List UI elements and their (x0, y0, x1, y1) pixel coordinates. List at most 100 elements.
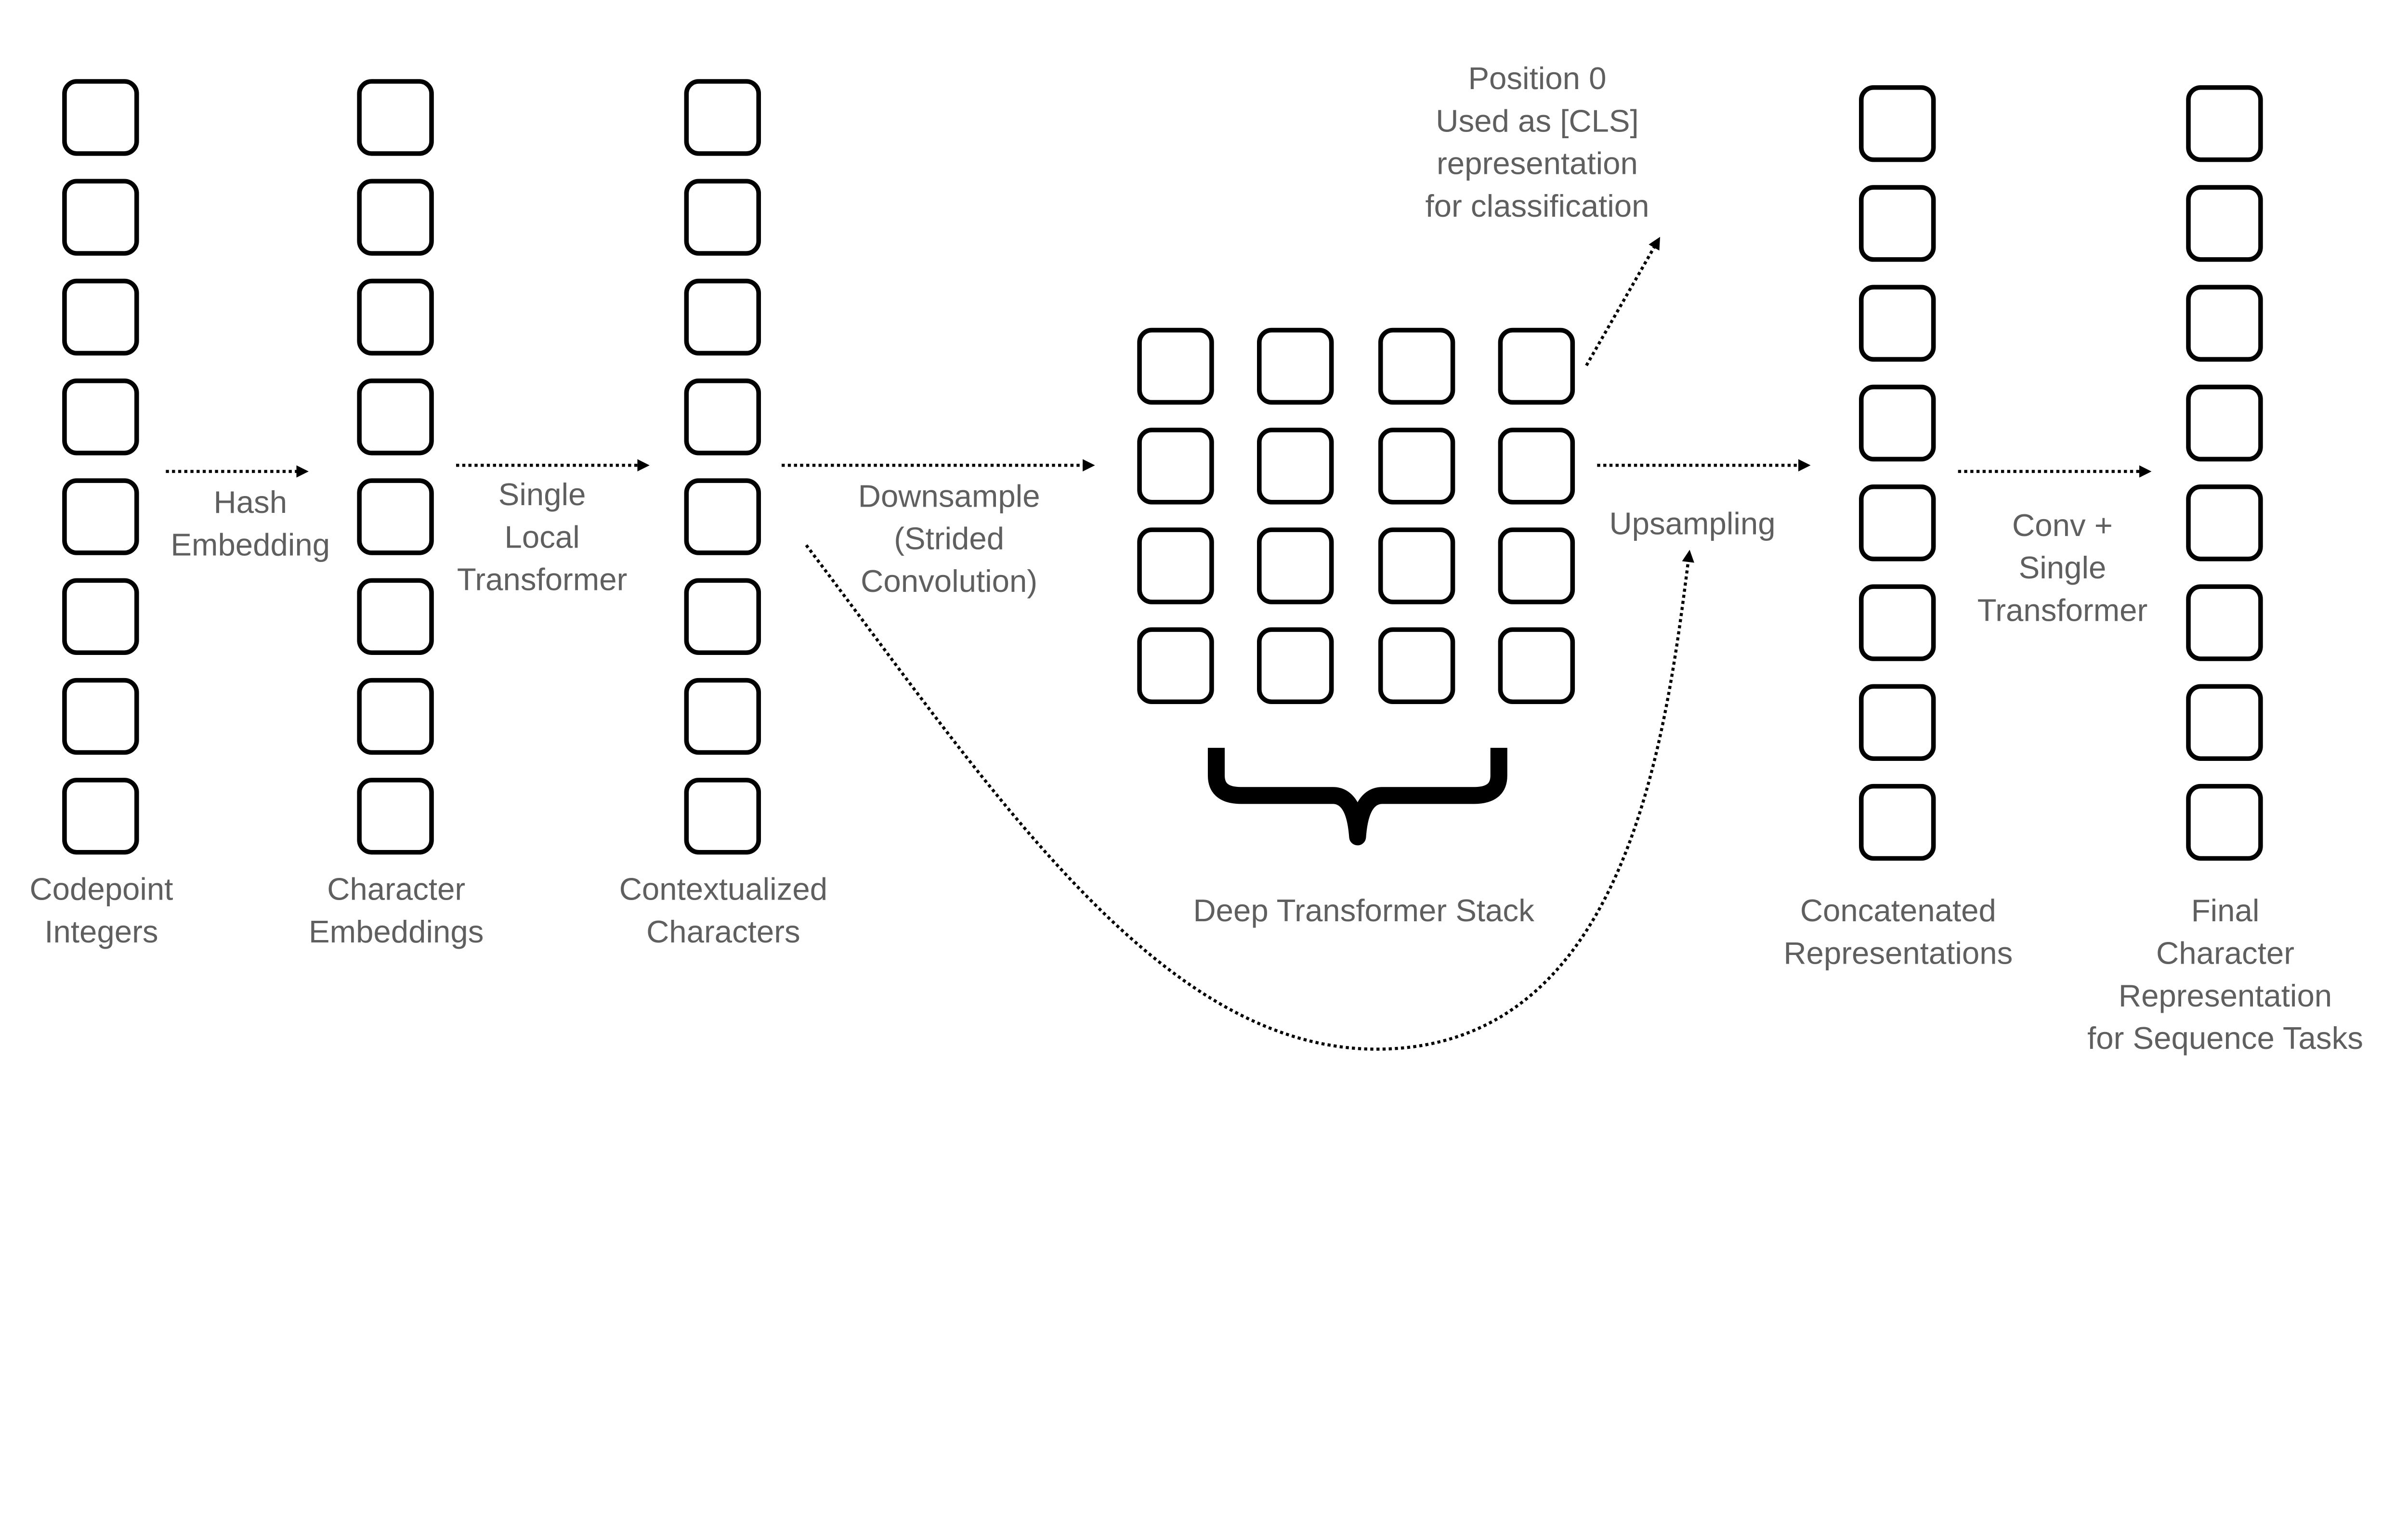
concatenated-box (1859, 784, 1936, 861)
concatenated-box (1859, 185, 1936, 262)
concatenated-box (1859, 684, 1936, 761)
deep-transformer-box (1137, 627, 1214, 705)
contextualized-box (684, 478, 761, 555)
deep-transformer-box (1137, 428, 1214, 505)
contextualized-box (684, 278, 761, 356)
label-line: Character (2156, 936, 2294, 971)
label-line: Embedding (170, 527, 330, 562)
label-line: Deep Transformer Stack (1193, 893, 1534, 928)
label-line: Position 0 (1468, 61, 1606, 96)
final-box (2186, 584, 2263, 661)
deep-transformer-box (1257, 627, 1334, 705)
label-line: Hash (213, 484, 287, 520)
char-embedding-box (357, 179, 434, 256)
label-line: Integers (44, 914, 158, 949)
label-line: for classification (1425, 188, 1649, 223)
deep-transformer-box (1257, 327, 1334, 405)
final-box (2186, 684, 2263, 761)
arrows (166, 236, 2152, 1051)
label-line: Local (505, 519, 580, 554)
contextualized-box (684, 179, 761, 256)
deep-transformer-box (1257, 527, 1334, 604)
label-line: Codepoint (29, 872, 173, 907)
contextualized-box (684, 578, 761, 655)
concatenated-box (1859, 384, 1936, 462)
residual-skip-curve (805, 544, 1694, 1051)
deep-transformer-box (1378, 527, 1455, 604)
contextualized-box (684, 678, 761, 755)
char-embedding-box (357, 778, 434, 855)
final-box (2186, 285, 2263, 362)
deep-transformer-box (1498, 627, 1575, 705)
label-line: Single (498, 477, 586, 512)
concatenated-box (1859, 85, 1936, 162)
label-position-0: Position 0 Used as [CLS] representation for… (1425, 61, 1649, 223)
label-line: Embeddings (309, 914, 484, 949)
codepoint-box (62, 578, 139, 655)
label-line: Convolution) (861, 563, 1037, 599)
final-box (2186, 185, 2263, 262)
codepoint-box (62, 678, 139, 755)
boxes (62, 79, 2263, 861)
label-line: for Sequence Tasks (2087, 1020, 2363, 1056)
concatenated-box (1859, 285, 1936, 362)
label-line: Representations (1783, 936, 2013, 971)
label-deep-transformer-stack: Deep Transformer Stack (1193, 893, 1534, 928)
codepoint-box (62, 379, 139, 456)
contextualized-box (684, 379, 761, 456)
char-embedding-box (357, 379, 434, 456)
label-line: (Strided (894, 521, 1004, 556)
label-line: Transformer (457, 562, 627, 597)
codepoint-box (62, 79, 139, 156)
char-embedding-box (357, 678, 434, 755)
label-line: Final (2191, 893, 2260, 928)
final-box (2186, 384, 2263, 462)
deep-transformer-box (1378, 428, 1455, 505)
deep-transformer-box (1498, 428, 1575, 505)
codepoint-box (62, 179, 139, 256)
final-box (2186, 784, 2263, 861)
char-embedding-box (357, 278, 434, 356)
contextualized-box (684, 778, 761, 855)
label-line: Single (2019, 550, 2107, 585)
concatenated-box (1859, 484, 1936, 562)
final-box (2186, 85, 2263, 162)
concatenated-box (1859, 584, 1936, 661)
deep-transformer-box (1378, 327, 1455, 405)
brace-icon (1207, 747, 1507, 846)
deep-transformer-box (1498, 327, 1575, 405)
codepoint-box (62, 778, 139, 855)
codepoint-box (62, 478, 139, 555)
char-embedding-box (357, 478, 434, 555)
label-line: Representation (2119, 978, 2332, 1013)
label-line: Contextualized (619, 872, 827, 907)
label-line: Character (327, 872, 465, 907)
label-line: Characters (646, 914, 800, 949)
label-line: Used as [CLS] (1436, 103, 1638, 138)
label-line: Concatenated (1800, 893, 1996, 928)
label-line: representation (1437, 146, 1638, 181)
deep-transformer-box (1137, 327, 1214, 405)
codepoint-box (62, 278, 139, 356)
char-embedding-box (357, 578, 434, 655)
arrow-cls-position (1585, 236, 1661, 366)
deep-transformer-box (1498, 527, 1575, 604)
final-box (2186, 484, 2263, 562)
deep-transformer-box (1378, 627, 1455, 705)
contextualized-box (684, 79, 761, 156)
label-upsampling: Upsampling (1609, 506, 1775, 541)
label-line: Upsampling (1609, 506, 1775, 541)
label-line: Conv + (2012, 508, 2113, 543)
deep-transformer-box (1137, 527, 1214, 604)
label-line: Downsample (858, 478, 1040, 513)
